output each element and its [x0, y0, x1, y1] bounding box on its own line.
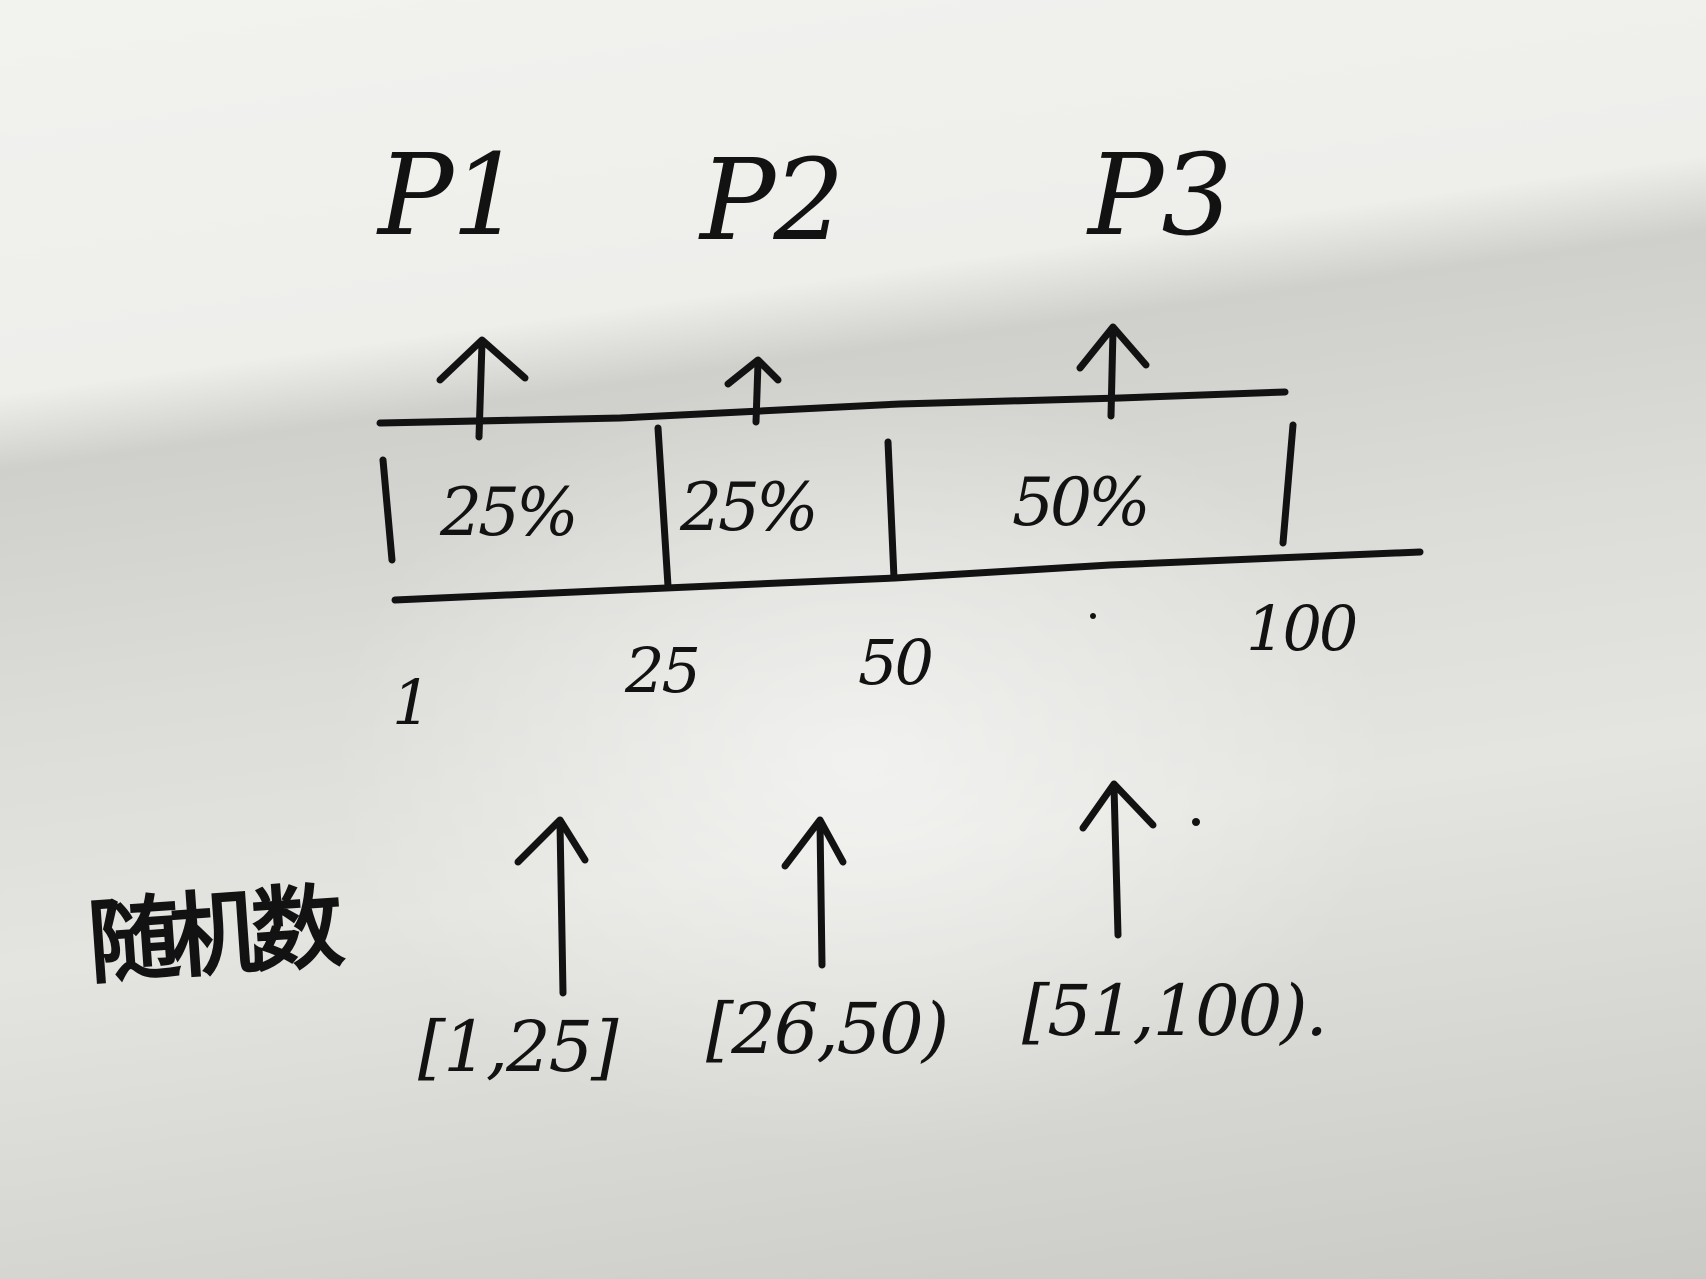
bar-top-line — [376, 388, 1289, 427]
range-label-1: [1,25] — [418, 1006, 618, 1088]
bar-left-edge — [379, 456, 396, 564]
arrow-to-p1 — [436, 336, 529, 441]
stray-dot — [1192, 818, 1200, 826]
process-label-p3: P3 — [1088, 131, 1233, 261]
range-label-3: [51,100). — [1022, 970, 1328, 1052]
arrow-to-p2 — [724, 356, 782, 426]
process-label-p1: P1 — [378, 131, 523, 261]
stray-dot-2 — [1090, 613, 1096, 619]
process-label-p2: P2 — [700, 136, 845, 266]
range-label-2: [26,50) — [706, 988, 949, 1070]
arrow-range-3 — [1079, 780, 1157, 939]
arrow-range-2 — [781, 816, 847, 969]
segment-2-percent: 25% — [680, 469, 819, 546]
bar-right-edge — [1279, 421, 1297, 547]
divider-25 — [654, 424, 672, 590]
arrow-range-1 — [514, 816, 589, 997]
segment-1-percent: 25% — [440, 474, 579, 551]
axis-tick-1: 1 — [392, 666, 431, 739]
divider-50 — [884, 438, 898, 582]
segment-3-percent: 50% — [1012, 464, 1151, 541]
axis-tick-50: 50 — [858, 626, 934, 699]
random-number-label: 随机数 — [84, 873, 338, 998]
axis-tick-100: 100 — [1246, 592, 1358, 665]
arrow-to-p3 — [1076, 323, 1150, 420]
axis-tick-25: 25 — [625, 634, 701, 707]
